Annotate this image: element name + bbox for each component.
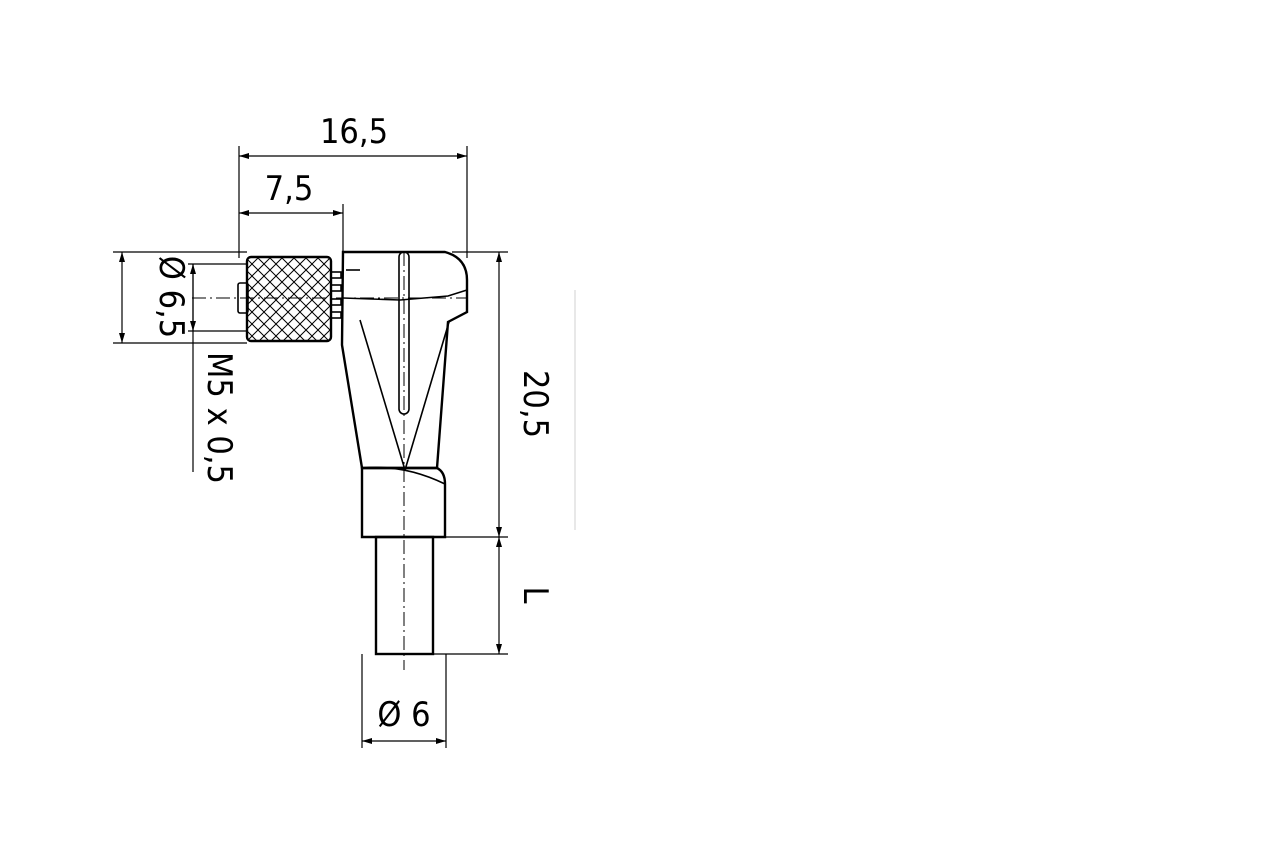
strain-relief: [360, 466, 447, 539]
dimension-thread: M5 x 0,5: [188, 263, 248, 484]
knurled-nut: [247, 257, 331, 341]
dimension-cable-diameter: Ø 6: [361, 654, 447, 748]
dimension-height: 20,5: [445, 251, 555, 538]
dimension-label-overall-width: 16,5: [320, 112, 388, 152]
dimension-label-height: 20,5: [515, 370, 555, 438]
dimension-label-nut-diameter: Ø 6,5: [151, 256, 191, 338]
dimension-nut-diameter: Ø 6,5: [113, 251, 247, 344]
dimension-cable-length: L: [433, 537, 555, 655]
dimension-nut-length: 7,5: [239, 169, 344, 255]
thread-pins: [330, 271, 342, 319]
dimension-label-cable-length: L: [515, 586, 555, 603]
dimension-label-nut-length: 7,5: [265, 169, 314, 209]
dimension-label-thread: M5 x 0,5: [199, 352, 239, 484]
dimension-label-cable-diameter: Ø 6: [377, 695, 430, 735]
connector-body: [192, 250, 469, 670]
dimension-overall-width: 16,5: [238, 112, 468, 258]
